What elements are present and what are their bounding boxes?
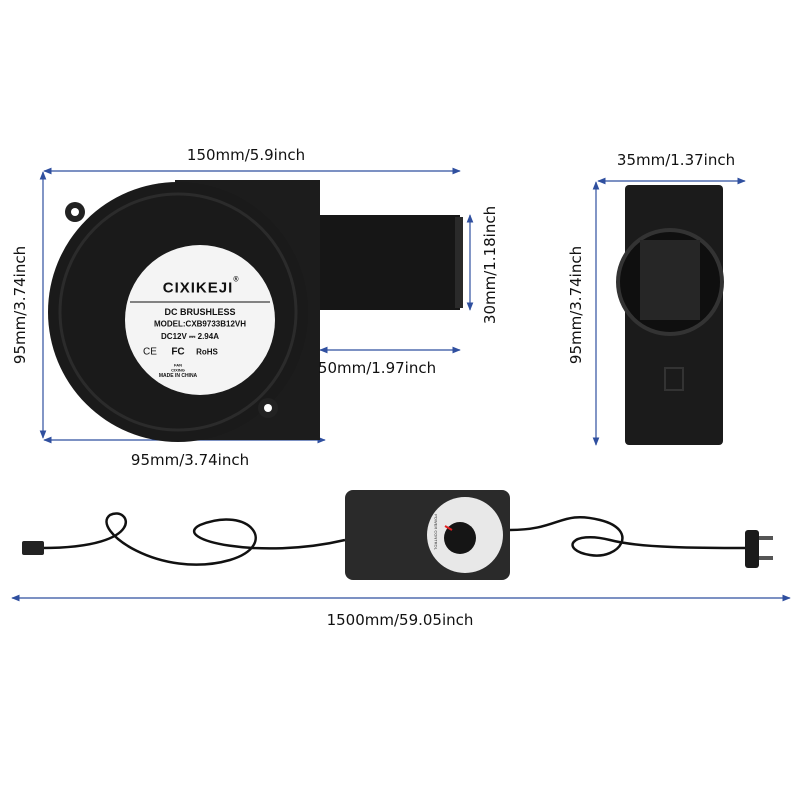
cable-length-label: 1500mm/59.05inch	[326, 611, 474, 629]
side-depth-label: 35mm/1.37inch	[616, 151, 736, 169]
power-adapter	[345, 490, 510, 580]
ce-mark: CE	[143, 346, 157, 358]
blower-fan-front	[48, 180, 463, 442]
fan-type: DC BRUSHLESS	[164, 307, 236, 317]
fan-height-label: 95mm/3.74inch	[11, 245, 29, 365]
fan-footer-3: MADE IN CHINA	[158, 373, 198, 379]
outlet-length-label: 50mm/1.97inch	[317, 359, 437, 377]
blower-fan-side	[616, 185, 724, 445]
power-adapter-cable	[41, 512, 749, 566]
fan-body-width-label: 95mm/3.74inch	[130, 451, 250, 469]
registered-mark: ®	[233, 276, 239, 284]
outlet-diameter-label: 30mm/1.18inch	[481, 205, 499, 325]
fcc-mark: FC	[171, 346, 185, 358]
us-plug	[745, 530, 773, 568]
speed-dial	[444, 522, 476, 554]
fan-footer-1: FAN	[174, 362, 182, 368]
fan-model: MODEL:CXB9733B12VH	[153, 319, 247, 329]
fan-width-label: 150mm/5.9inch	[186, 146, 306, 164]
rohs-mark: RoHS	[196, 347, 218, 357]
dc-plug	[22, 541, 44, 555]
fan-brand: CIXIKEJI	[162, 279, 234, 297]
dial-label: POWER CONTROL	[433, 514, 439, 550]
side-height-label: 95mm/3.74inch	[567, 245, 585, 365]
fan-rating: DC12V ⎓ 2.94A	[161, 332, 219, 341]
fan-footer-2: CIXING	[171, 367, 185, 373]
